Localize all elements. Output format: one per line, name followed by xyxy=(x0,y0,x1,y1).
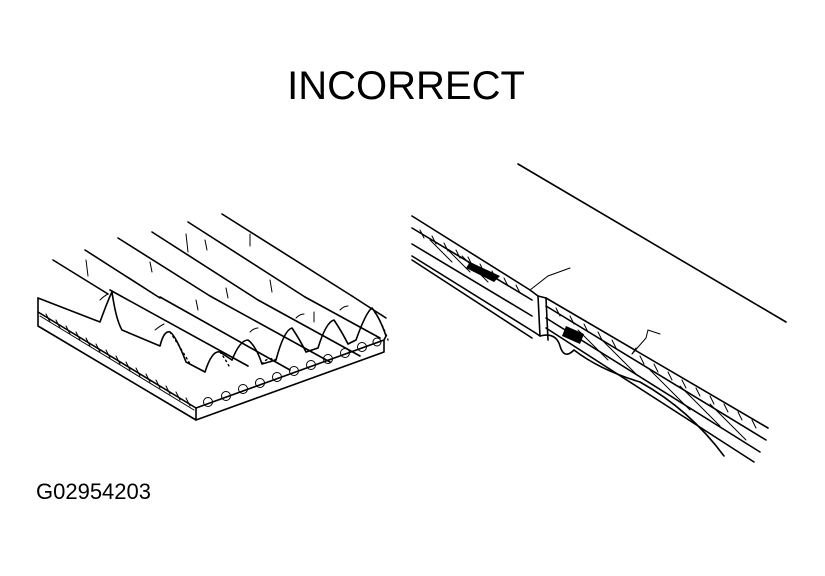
figure-code: G02954203 xyxy=(36,479,151,504)
figure-title: INCORRECT xyxy=(287,64,525,108)
